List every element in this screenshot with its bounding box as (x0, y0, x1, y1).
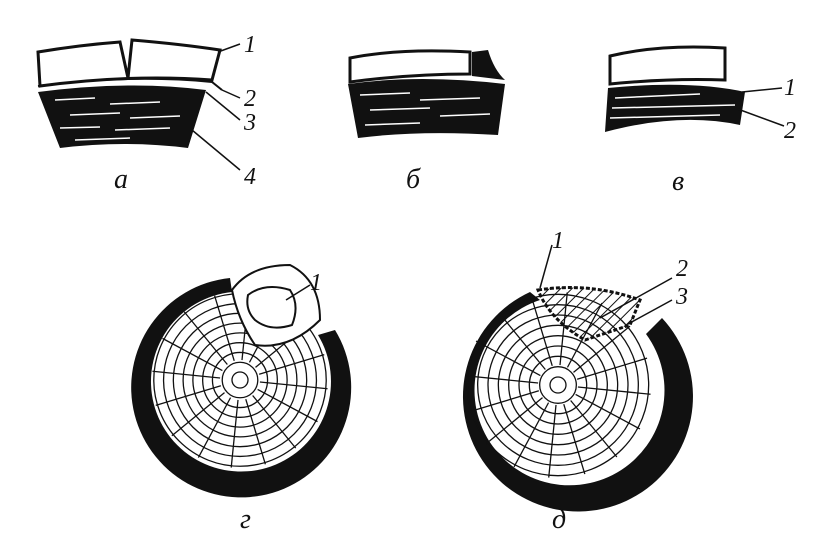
radial-crack (548, 404, 557, 478)
radial-crack (513, 402, 550, 468)
caption-d: д (552, 504, 566, 535)
radial-crack (155, 385, 222, 407)
caption-v: в (672, 166, 684, 197)
radial-crack (252, 395, 297, 449)
growth-ring (202, 342, 278, 418)
growth-ring (518, 345, 598, 425)
growth-ring (231, 371, 249, 389)
wood-texture (54, 97, 181, 141)
radial-crack (152, 370, 221, 379)
radial-crack (245, 398, 267, 465)
panel-g: 1 г (131, 263, 352, 535)
radial-crack (498, 312, 546, 370)
radial-crack (575, 393, 641, 430)
label-1: 1 (552, 228, 564, 254)
radial-crack (465, 375, 539, 384)
label-2: 2 (676, 256, 688, 282)
wood-layer (38, 85, 206, 148)
radial-crack (576, 357, 648, 380)
radial-crack (183, 311, 228, 365)
radial-crack (563, 403, 586, 475)
radial-crack (257, 388, 318, 423)
label-3: 3 (675, 284, 688, 310)
panel-a: 1 2 3 4 а (36, 32, 256, 195)
growth-ring (508, 335, 608, 435)
radial-crack (530, 295, 553, 367)
radial-crack (570, 400, 618, 458)
growth-ring (221, 361, 259, 399)
outer-bark-layer (608, 45, 727, 86)
growth-ring (192, 332, 288, 428)
radial-crack (197, 397, 232, 458)
growth-ring (497, 324, 619, 446)
growth-ring (182, 322, 298, 438)
radial-crack (573, 325, 631, 373)
caption-b: б (406, 164, 421, 195)
radial-crack (259, 381, 328, 390)
radial-crack (171, 392, 225, 437)
cambium-line (37, 77, 223, 91)
label-3: 3 (243, 110, 256, 136)
tree-rings (152, 292, 328, 468)
label-2: 2 (784, 118, 796, 144)
label-4: 4 (244, 164, 256, 190)
caption-a: а (114, 164, 128, 195)
panel-v: 1 2 в (605, 45, 796, 197)
radial-crack (577, 386, 651, 395)
radial-crack (162, 337, 223, 372)
radial-crack (468, 390, 540, 413)
panel-d: 1 2 3 д (462, 228, 693, 535)
radial-crack (475, 340, 541, 377)
label-1: 1 (784, 75, 796, 101)
label-1: 1 (310, 270, 322, 296)
growth-ring (528, 355, 588, 415)
radial-crack (213, 295, 235, 362)
label-2: 2 (244, 86, 256, 112)
wood-texture (609, 93, 736, 119)
growth-ring (211, 351, 269, 409)
radial-crack (258, 353, 325, 375)
radial-crack (485, 397, 543, 445)
caption-g: г (240, 504, 251, 535)
growth-ring (539, 366, 577, 404)
outer-bark-layer (348, 49, 472, 84)
bark-flap (472, 50, 505, 80)
hatched-wound-region (535, 286, 642, 342)
wood-texture (359, 92, 491, 126)
wound-tissue (246, 285, 297, 329)
label-1: 1 (244, 32, 256, 58)
growth-ring (549, 376, 567, 394)
panel-b: б (348, 49, 505, 195)
radial-crack (230, 399, 239, 468)
